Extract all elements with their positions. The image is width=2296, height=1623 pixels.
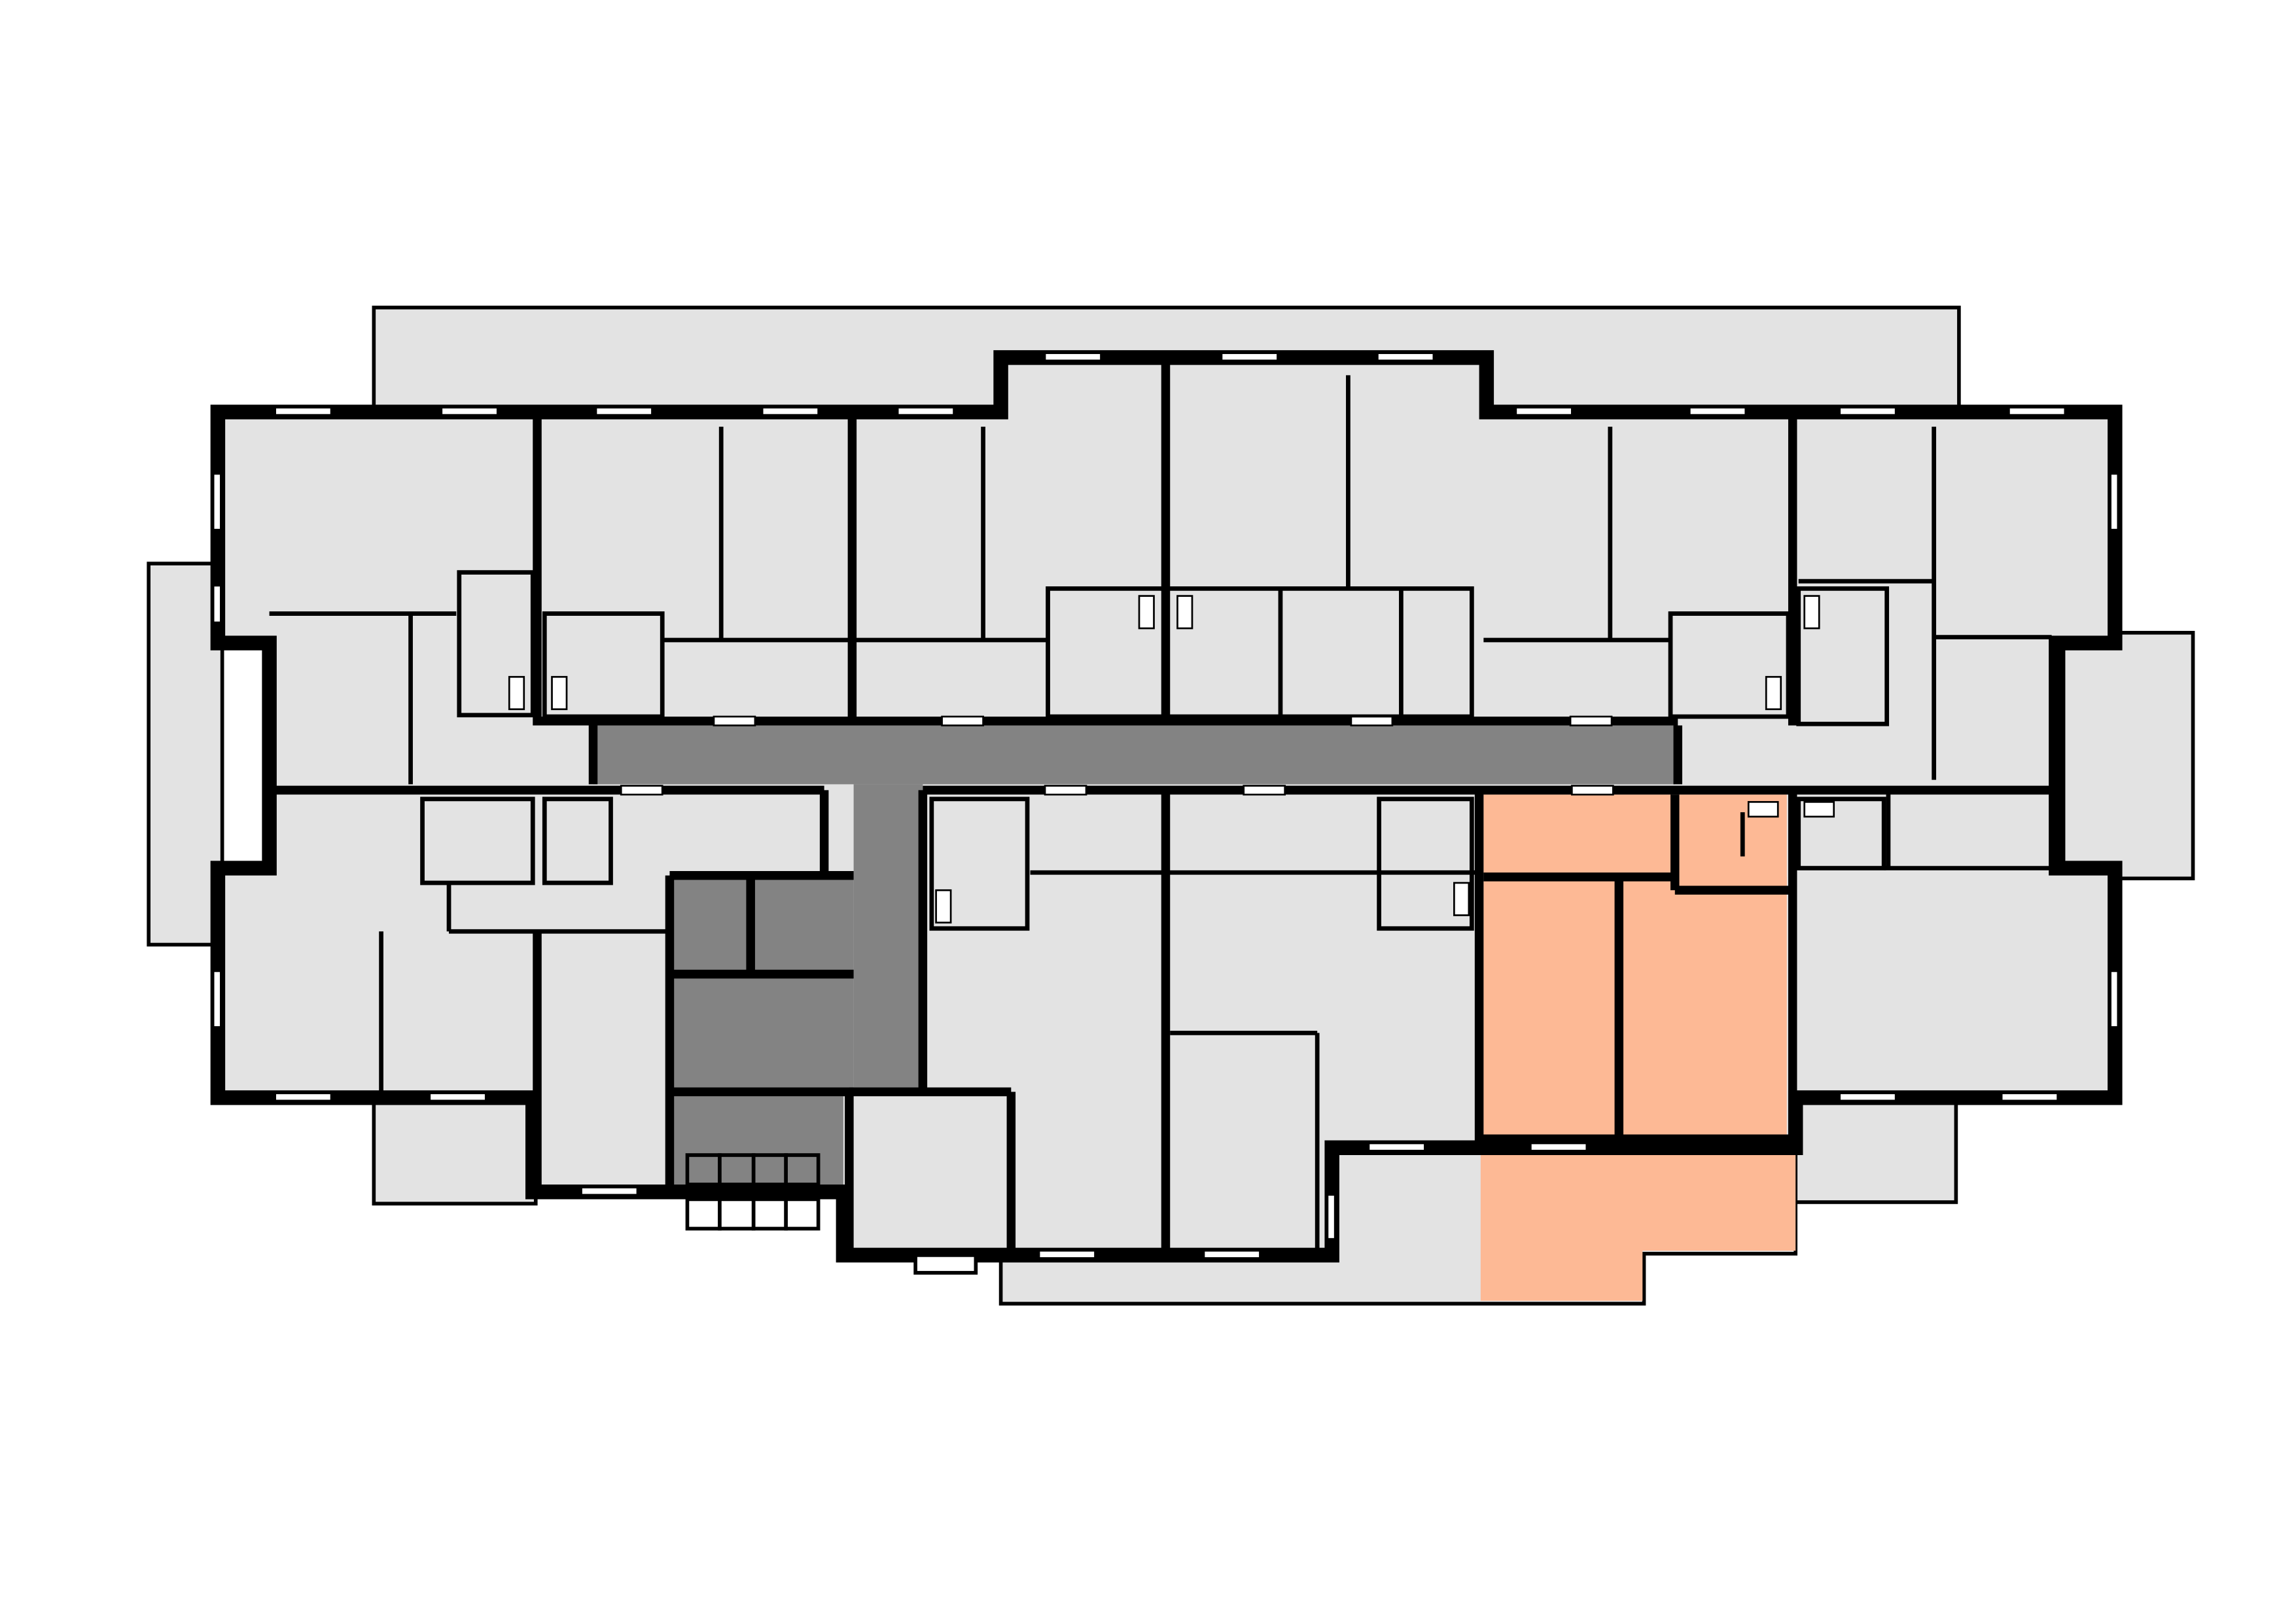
window xyxy=(1839,1092,1897,1102)
window xyxy=(896,406,955,416)
common-core xyxy=(593,725,1675,1192)
shaft xyxy=(1803,595,1820,630)
window xyxy=(1038,1249,1096,1259)
elevator-2 xyxy=(718,1153,756,1186)
highlighted-unit-terrace xyxy=(1480,1135,1796,1301)
window xyxy=(2008,406,2066,416)
entrance-step xyxy=(913,1253,978,1275)
terrace-right xyxy=(2061,631,2195,881)
highlighted-apartment xyxy=(1483,794,1787,1139)
window xyxy=(274,406,332,416)
corridor-door xyxy=(1569,715,1613,726)
shaft xyxy=(1803,801,1835,818)
window xyxy=(212,473,222,531)
window xyxy=(1839,406,1897,416)
lift-cell-4 xyxy=(784,1197,821,1231)
window xyxy=(429,1092,487,1102)
window xyxy=(2110,970,2119,1028)
corridor xyxy=(593,725,1675,785)
corridor-door xyxy=(941,715,984,726)
window xyxy=(212,584,222,624)
window xyxy=(1688,406,1747,416)
window xyxy=(761,406,819,416)
apt-room-top xyxy=(1483,794,1675,878)
window xyxy=(1044,352,1102,362)
terrace-bottom-left xyxy=(372,1094,538,1206)
window xyxy=(2110,473,2119,531)
lift-cell-2 xyxy=(718,1197,756,1231)
corridor-branch xyxy=(853,784,923,1089)
window xyxy=(1368,1142,1426,1152)
windows xyxy=(212,352,2119,1259)
corridor-door xyxy=(1570,785,1614,796)
shaft xyxy=(1765,675,1782,711)
shaft xyxy=(1747,801,1779,818)
window xyxy=(440,406,499,416)
apt-room-left xyxy=(1483,877,1619,1139)
corridor-door xyxy=(1044,785,1087,796)
shaft xyxy=(1453,882,1470,916)
terrace-bottom-right xyxy=(1793,1094,1958,1204)
shaft xyxy=(508,675,525,711)
shaft xyxy=(1138,595,1155,630)
shaft xyxy=(1176,595,1193,630)
elevator-shafts xyxy=(685,1153,978,1275)
corridor-door xyxy=(713,715,756,726)
elevator-1 xyxy=(685,1153,722,1186)
window xyxy=(212,970,222,1028)
window xyxy=(2000,1092,2058,1102)
lift-cell-3 xyxy=(751,1197,788,1231)
corridor-door xyxy=(620,785,663,796)
lift-cell-1 xyxy=(685,1197,722,1231)
terrace-left xyxy=(147,562,224,947)
elevator-3 xyxy=(751,1153,788,1186)
window xyxy=(1203,1249,1261,1259)
window xyxy=(1529,1142,1588,1152)
shaft xyxy=(935,889,952,924)
window xyxy=(1220,352,1279,362)
partitions xyxy=(269,375,2057,1255)
stair-core xyxy=(669,875,854,1097)
corridor-door xyxy=(1350,715,1394,726)
elevator-4 xyxy=(784,1153,821,1186)
window xyxy=(1326,1194,1336,1240)
shaft xyxy=(551,675,568,711)
window xyxy=(595,406,653,416)
window xyxy=(580,1186,639,1196)
apt-room-right xyxy=(1619,877,1787,1139)
window xyxy=(1515,406,1573,416)
corridor-door xyxy=(1243,785,1286,796)
window xyxy=(1377,352,1435,362)
window xyxy=(274,1092,332,1102)
